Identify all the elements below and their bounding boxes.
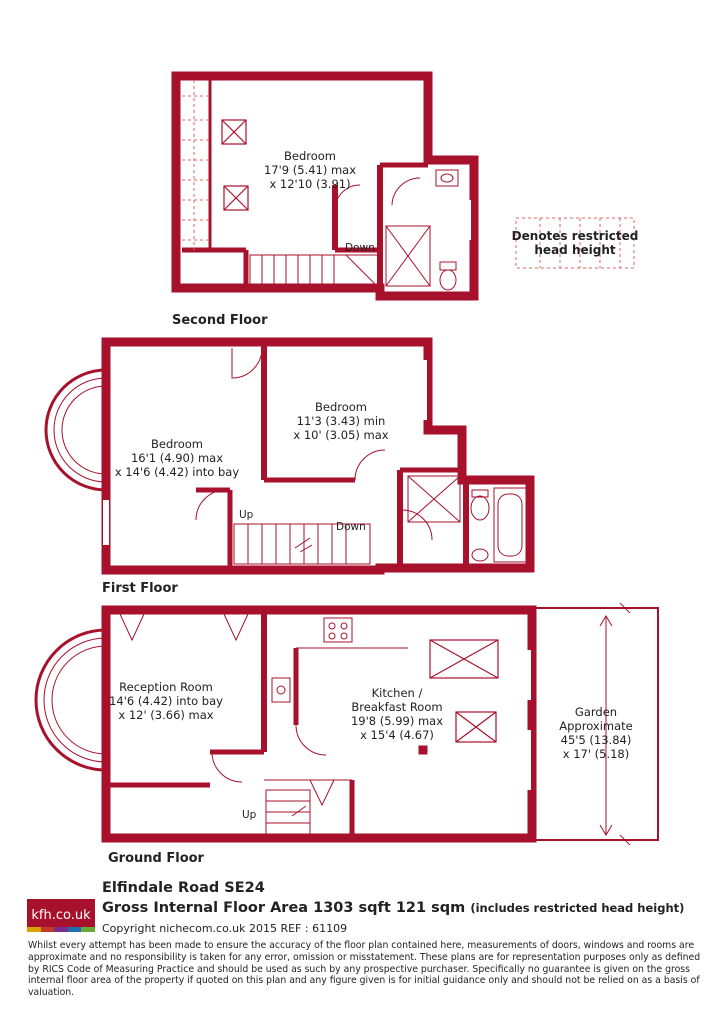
copyright: Copyright nichecom.co.uk 2015 REF : 6110… [102,922,348,935]
sf-stair-down: Down [345,242,375,254]
property-address: Elfindale Road SE24 [102,880,265,896]
gross-internal-area: Gross Internal Floor Area 1303 sqft 121 … [102,900,684,916]
gf-reception-dim1: 14'6 (4.42) into bay [109,694,223,708]
logo-bar-segment [27,927,41,932]
logo-text: kfh.co.uk [31,907,91,923]
ff-front-bedroom-dim2: x 14'6 (4.42) into bay [115,465,239,479]
restricted-height-legend: Denotes restricted head height [512,217,639,269]
disclaimer: Whilst every attempt has been made to en… [28,940,701,999]
ff-rear-bedroom-name: Bedroom [315,400,367,414]
logo-bar-segment [40,927,55,932]
gia-value: Gross Internal Floor Area 1303 sqft 121 … [102,900,466,916]
gia-note: (includes restricted head height) [470,901,685,915]
gf-kitchen-name2: Breakfast Room [351,700,442,714]
ground-floor-plan [34,602,659,846]
gf-kitchen-dim2: x 15'4 (4.67) [360,728,434,742]
gf-kitchen-name: Kitchen / [372,686,423,700]
logo-bar-segment [54,927,68,932]
logo-color-bar [27,927,95,932]
first-floor-label: First Floor [102,581,178,596]
gf-garden-dim1: 45'5 (13.84) [561,733,632,747]
legend-line2: head height [534,243,615,257]
gf-garden-dim2: x 17' (5.18) [563,747,630,761]
ground-floor-label: Ground Floor [108,851,205,866]
ff-front-bedroom-dim1: 16'1 (4.90) max [131,451,223,465]
gf-garden-name: Garden [575,705,617,719]
second-floor-label: Second Floor [172,313,268,328]
gf-kitchen-dim1: 19'8 (5.99) max [351,714,443,728]
legend-line1: Denotes restricted [512,229,639,243]
first-floor-plan [44,337,535,575]
second-floor-plan [171,71,479,301]
logo-bar-segment [67,927,82,932]
gf-garden-name2: Approximate [559,719,632,733]
ff-stair-up: Up [239,509,254,521]
gf-reception-dim2: x 12' (3.66) max [118,708,213,722]
sf-bedroom-name: Bedroom [284,149,336,163]
gf-stair-up: Up [242,809,257,821]
sf-bedroom-dim2: x 12'10 (3.91) [269,177,350,191]
ff-rear-bedroom-dim1: 11'3 (3.43) min [297,414,386,428]
ff-front-bedroom-name: Bedroom [151,437,203,451]
sf-bedroom-dim1: 17'9 (5.41) max [264,163,356,177]
logo-bar-segment [81,927,95,932]
kfh-logo: kfh.co.uk [27,899,95,931]
ff-rear-bedroom-dim2: x 10' (3.05) max [293,428,388,442]
gf-reception-name: Reception Room [119,680,213,694]
ff-stair-down: Down [336,521,366,533]
